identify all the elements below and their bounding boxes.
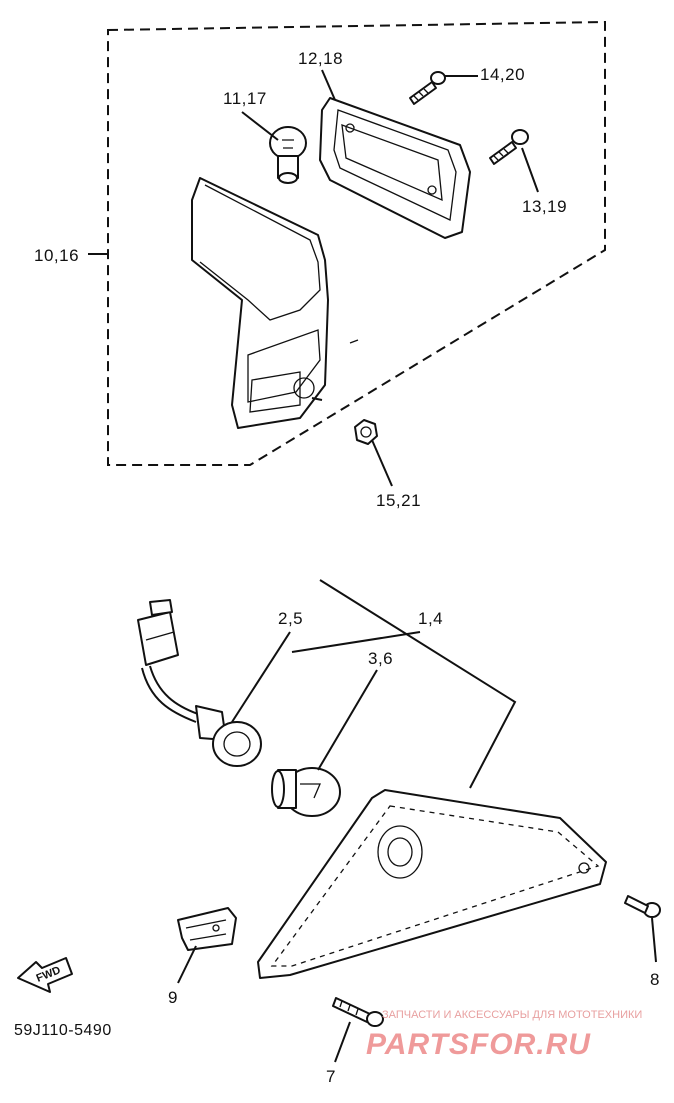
assembly-boundary <box>107 20 606 466</box>
nut <box>354 419 378 445</box>
bracket-1-4 <box>319 579 517 789</box>
label-14-20: 14,20 <box>480 65 525 84</box>
bulb-lower <box>271 767 341 817</box>
leader-1-4 <box>291 631 421 653</box>
leader-11-17 <box>241 111 279 141</box>
screw-7 <box>332 997 384 1027</box>
label-7: 7 <box>326 1067 336 1086</box>
bulb-upper <box>269 126 307 184</box>
label-12-18: 12,18 <box>298 49 343 68</box>
lens-housing <box>191 177 359 429</box>
forward-arrow-icon: FWD <box>17 957 73 993</box>
leader-7 <box>334 1021 351 1063</box>
watermark-tagline: ЗАПЧАСТИ И АКСЕССУАРЫ ДЛЯ МОТОТЕХНИКИ <box>382 1009 642 1021</box>
label-10-16: 10,16 <box>34 246 79 265</box>
watermark-logo: PARTSFOR.RU <box>366 1028 591 1061</box>
label-13-19: 13,19 <box>522 197 567 216</box>
leader-2-5 <box>231 631 291 723</box>
leader-12-18 <box>321 69 336 101</box>
label-9: 9 <box>168 988 178 1007</box>
socket-harness <box>137 599 262 767</box>
screw-upper-top <box>409 71 446 105</box>
leader-15-21 <box>371 439 393 487</box>
label-3-6: 3,6 <box>368 649 393 668</box>
leader-13-19 <box>521 147 539 193</box>
label-8: 8 <box>650 970 660 989</box>
leader-3-6 <box>317 669 378 771</box>
lens-lower <box>257 789 607 979</box>
leader-9 <box>177 945 197 984</box>
screw-upper-right <box>489 129 529 165</box>
screw-8 <box>624 895 661 918</box>
label-11-17: 11,17 <box>223 89 267 108</box>
leader-8 <box>651 917 657 963</box>
lens-rim <box>319 97 471 239</box>
label-15-21: 15,21 <box>376 491 421 510</box>
label-2-5: 2,5 <box>278 609 303 628</box>
watermark: ЗАПЧАСТИ И АКСЕССУАРЫ ДЛЯ МОТОТЕХНИКИ PA… <box>366 1009 642 1061</box>
diagram-code: 59J110-5490 <box>14 1022 112 1039</box>
label-1-4: 1,4 <box>418 609 443 628</box>
clip-9 <box>177 907 237 951</box>
